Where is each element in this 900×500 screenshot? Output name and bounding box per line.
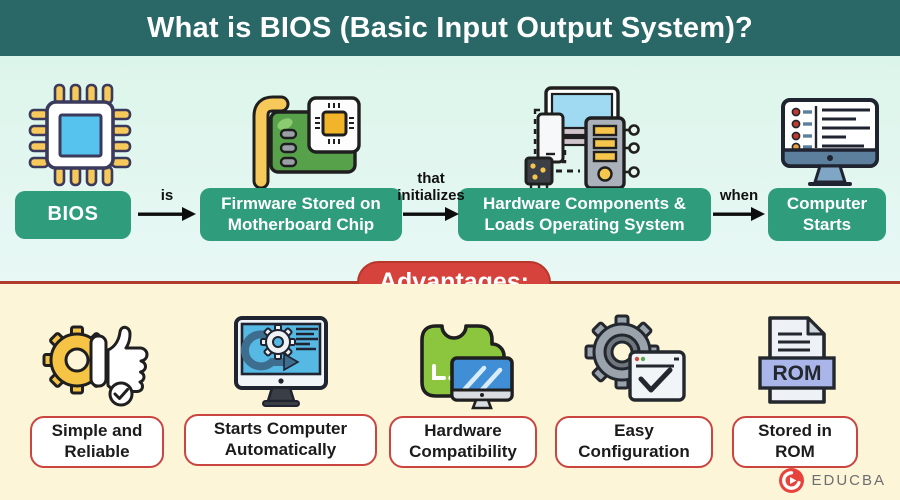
advantage-item: Hardware Compatibility [389, 314, 537, 468]
advantage-item: Easy Configuration [555, 312, 713, 468]
flow-node-computer-starts: Computer Starts [768, 188, 886, 241]
cpu-chip-icon [28, 83, 132, 187]
advantage-label: Stored in ROM [732, 416, 858, 468]
arrow-right-icon [713, 207, 765, 221]
flow-node-label: Firmware Stored on Motherboard Chip [221, 194, 381, 234]
advantage-label: Easy Configuration [555, 416, 713, 468]
advantage-label: Starts Computer Automatically [184, 414, 377, 466]
rom-band-text: ROM [773, 362, 822, 385]
connector-label: that initializes [397, 169, 465, 204]
arrow-right-icon [403, 207, 459, 221]
title-banner: What is BIOS (Basic Input Output System)… [0, 0, 900, 56]
educba-logo: EDUCBA [778, 467, 886, 494]
advantage-label: Hardware Compatibility [389, 416, 537, 468]
connector-label: is [160, 186, 174, 204]
advantage-item: Starts Computer Automatically [184, 314, 377, 466]
page-title: What is BIOS (Basic Input Output System)… [147, 11, 753, 44]
flow-node-label: Hardware Components & Loads Operating Sy… [482, 194, 687, 234]
puzzle-monitor-icon [420, 324, 514, 410]
arrow-right-icon [138, 207, 196, 221]
educba-logo-text: EDUCBA [811, 472, 886, 489]
connector-when: when [711, 176, 767, 221]
flow-node-label: BIOS [47, 203, 99, 226]
advantage-item: Simple and Reliable [30, 312, 164, 468]
gear-checklist-icon [584, 314, 686, 402]
rom-file-icon: ROM [758, 316, 836, 404]
connector-that-initializes: that initializes [396, 150, 466, 221]
monitor-restart-icon [233, 316, 328, 407]
gear-thumbs-up-icon [42, 325, 149, 407]
advantage-label: Simple and Reliable [30, 416, 164, 468]
connector-label: when [719, 186, 759, 204]
advantage-item: ROM Stored in ROM [732, 312, 858, 468]
motherboard-card-icon [252, 95, 361, 188]
advantages-section: Simple and Reliable [0, 284, 900, 500]
flow-node-label: Computer Starts [786, 194, 868, 234]
educba-logo-icon [779, 468, 805, 493]
flow-node-hardware-os: Hardware Components & Loads Operating Sy… [458, 188, 711, 241]
flow-node-firmware: Firmware Stored on Motherboard Chip [200, 188, 402, 241]
flow-node-bios: BIOS [15, 191, 131, 239]
hardware-components-icon [524, 86, 640, 190]
definition-flow-section: BIOS Firmware Stored on Motherboard Chip… [0, 56, 900, 282]
computer-monitor-icon [781, 98, 879, 186]
connector-is: is [136, 176, 198, 221]
